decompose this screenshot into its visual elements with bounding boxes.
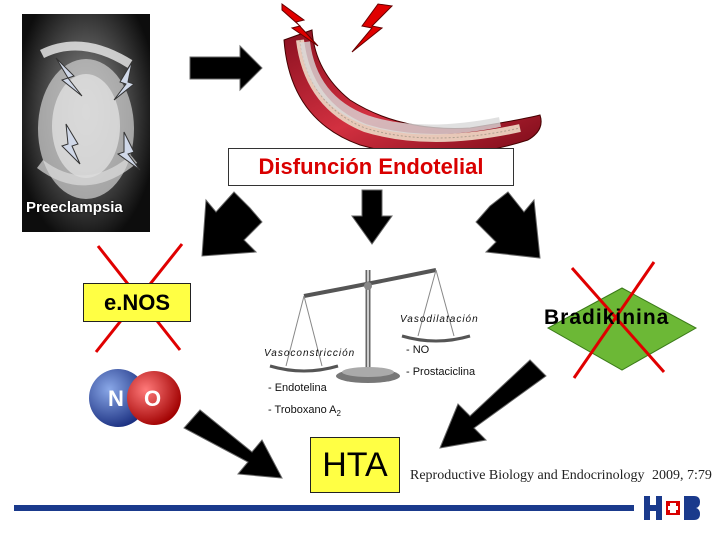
arrow-down-center bbox=[351, 189, 393, 245]
publisher-logo-icon bbox=[644, 496, 700, 520]
endotelina-item-label: - Endotelina bbox=[268, 382, 327, 394]
preeclampsia-label: Preeclampsia bbox=[26, 199, 123, 216]
bradikinina-shape bbox=[546, 287, 698, 371]
lightning-icon bbox=[55, 57, 141, 171]
citation-year-volume: 2009, 7:79 bbox=[651, 468, 712, 483]
vasoconstriccion-label: Vasoconstricción bbox=[264, 348, 356, 359]
arrow-down-right bbox=[475, 191, 541, 259]
arrow-to-hta-right bbox=[439, 359, 547, 449]
nitrogen-label: N bbox=[108, 386, 124, 411]
balance-scale-illustration bbox=[269, 268, 471, 383]
enos-box: e.NOS bbox=[83, 283, 191, 322]
citation: Reproductive Biology and Endocrinology 2… bbox=[410, 468, 712, 484]
troboxano-subscript: 2 bbox=[336, 409, 341, 419]
no-item-label: - NO bbox=[406, 344, 430, 356]
prostaciclina-item-label: - Prostaciclina bbox=[406, 366, 476, 378]
preeclampsia-photo bbox=[22, 14, 150, 232]
arrow-right bbox=[189, 44, 263, 92]
blood-vessel-illustration bbox=[283, 29, 542, 156]
bradikinina-label: Bradikinina bbox=[544, 306, 670, 329]
arrow-down-left bbox=[201, 191, 263, 257]
oxygen-label: O bbox=[144, 386, 162, 411]
pregnant-woman-illustration bbox=[36, 41, 141, 199]
arrow-to-hta-left bbox=[183, 409, 283, 479]
citation-journal: Reproductive Biology and Endocrinology bbox=[410, 468, 645, 483]
vasodilatacion-label: Vasodilatación bbox=[400, 314, 479, 325]
hta-box: HTA bbox=[310, 437, 400, 493]
troboxano-item: - Troboxano A2 bbox=[268, 404, 341, 418]
endothelial-dysfunction-box: Disfunción Endotelial bbox=[228, 148, 514, 186]
troboxano-item-label: - Troboxano A bbox=[268, 404, 337, 416]
no-molecule bbox=[89, 369, 181, 427]
cross-icon bbox=[570, 261, 666, 379]
footer-bar bbox=[14, 505, 634, 511]
red-lightning-icon bbox=[281, 3, 394, 53]
